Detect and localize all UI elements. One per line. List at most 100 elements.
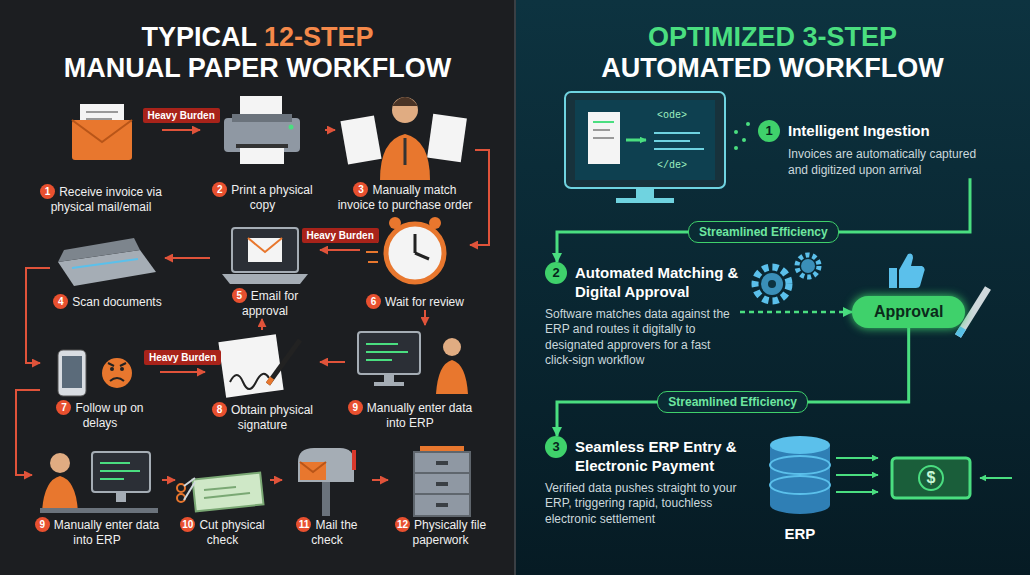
check-icon [193,473,264,512]
automated-step: 2Automated Matching & Digital ApprovalSo… [545,262,740,369]
file-cabinet-icon [436,503,448,507]
phone-icon [102,358,132,388]
check-icon [177,494,185,502]
step-label: Follow up on delays [75,401,143,430]
approval-button: Approval [852,296,965,328]
printer-icon [224,118,300,152]
database-icon [770,436,878,514]
monitor-icon [636,188,654,198]
clock-icon [366,217,444,282]
flow-arrow [162,129,200,131]
file-cabinet-icon [414,446,470,516]
monitor-icon [742,138,746,142]
monitor-icon [734,146,738,150]
computer-icon [374,382,404,386]
process-step: 9Manually enter data into ERP [345,325,475,431]
scanner-icon [72,259,138,268]
check-icon [204,487,236,490]
process-step: 7Follow up on delays [40,345,160,431]
mailbox-icon [300,462,326,480]
edge-label: Heavy Burden [144,350,221,365]
database-icon [770,436,830,454]
monitor-icon [593,129,610,131]
database-icon [770,496,830,514]
step-label: Print a physical copy [231,183,312,212]
step-number: 2 [212,182,227,197]
printer-icon [240,148,284,164]
envelope-icon [72,120,132,160]
envelope-icon [86,118,112,120]
flow-arrow [372,479,388,481]
database-icon [836,491,878,493]
data-entry-icon [92,452,150,492]
data-entry-icon [40,508,158,513]
signature-icon [218,334,283,398]
process-step: 11Mail the check [282,445,372,548]
step-description: Software matches data against the ERP an… [545,307,740,369]
data-entry-icon [116,492,126,502]
step-label: Cut physical check [199,518,264,547]
title-word: WORKFLOW [779,53,944,83]
person-icon [380,134,430,180]
data-entry-icon [40,452,158,513]
signature-icon [268,340,300,384]
flow-arrow [424,310,426,325]
check-icon [204,493,250,498]
envelope-icon [72,120,132,142]
step-label: Email for approval [242,289,298,318]
mailbox-icon [300,462,326,472]
step-label: Manually enter data into ERP [54,518,159,547]
edge-label: Streamlined Efficiency [657,391,808,413]
monitor-icon [746,122,750,126]
gears-icon [768,280,776,288]
step-number: 10 [180,517,195,532]
process-step: 4Scan documents [50,228,165,310]
process-step: 8Obtain physical signature [205,330,320,433]
person-icon [340,97,466,180]
step-number: 11 [296,517,311,532]
edge-label: Heavy Burden [143,108,220,123]
mailbox-icon [322,482,330,516]
automated-step: 1Intelligent IngestionInvoices are autom… [758,120,998,178]
monitor-icon [734,130,738,134]
automated-step: 3Seamless ERP Entry & Electronic Payment… [545,436,745,527]
process-step: 12Physically file paperwork [388,445,493,548]
clock-icon [366,251,378,253]
clock-icon [368,261,378,263]
laptop-icon [248,238,282,262]
title-word: WORKFLOW [286,53,451,83]
panel-background [515,0,1030,575]
phone-icon [58,350,132,396]
step-number: 8 [212,402,227,417]
flow-arrow [162,479,175,481]
database-icon [770,456,830,474]
flow-arrow [16,390,40,475]
printer-icon [232,114,292,122]
title-space [795,22,803,52]
thumbs-up-icon [889,254,925,289]
mailbox-icon [298,448,356,516]
title-space [771,53,779,83]
file-cabinet-icon [414,493,470,495]
panel-title: TYPICAL 12-STEP MANUAL PAPER WORKFLOW [0,22,515,84]
gears-icon [761,273,783,295]
person-icon [392,97,418,123]
monitor-icon [593,121,614,123]
monitor-icon [654,140,690,142]
title-word: OPTIMIZED [648,22,795,52]
phone-icon [58,350,86,396]
step-number: 6 [366,294,381,309]
edge-label: Heavy Burden [302,228,379,243]
code-tag: </de> [655,160,689,172]
step-number: 3 [545,436,567,458]
monitor-icon [616,198,674,203]
database-icon [770,476,830,494]
computer-icon [358,332,468,394]
icon-label: ERP [785,525,816,543]
monitor-icon [565,92,725,188]
file-cabinet-icon [436,482,448,486]
edge-label: Streamlined Efficiency [688,221,839,243]
computer-icon [443,338,461,356]
flow-arrow [270,479,282,481]
